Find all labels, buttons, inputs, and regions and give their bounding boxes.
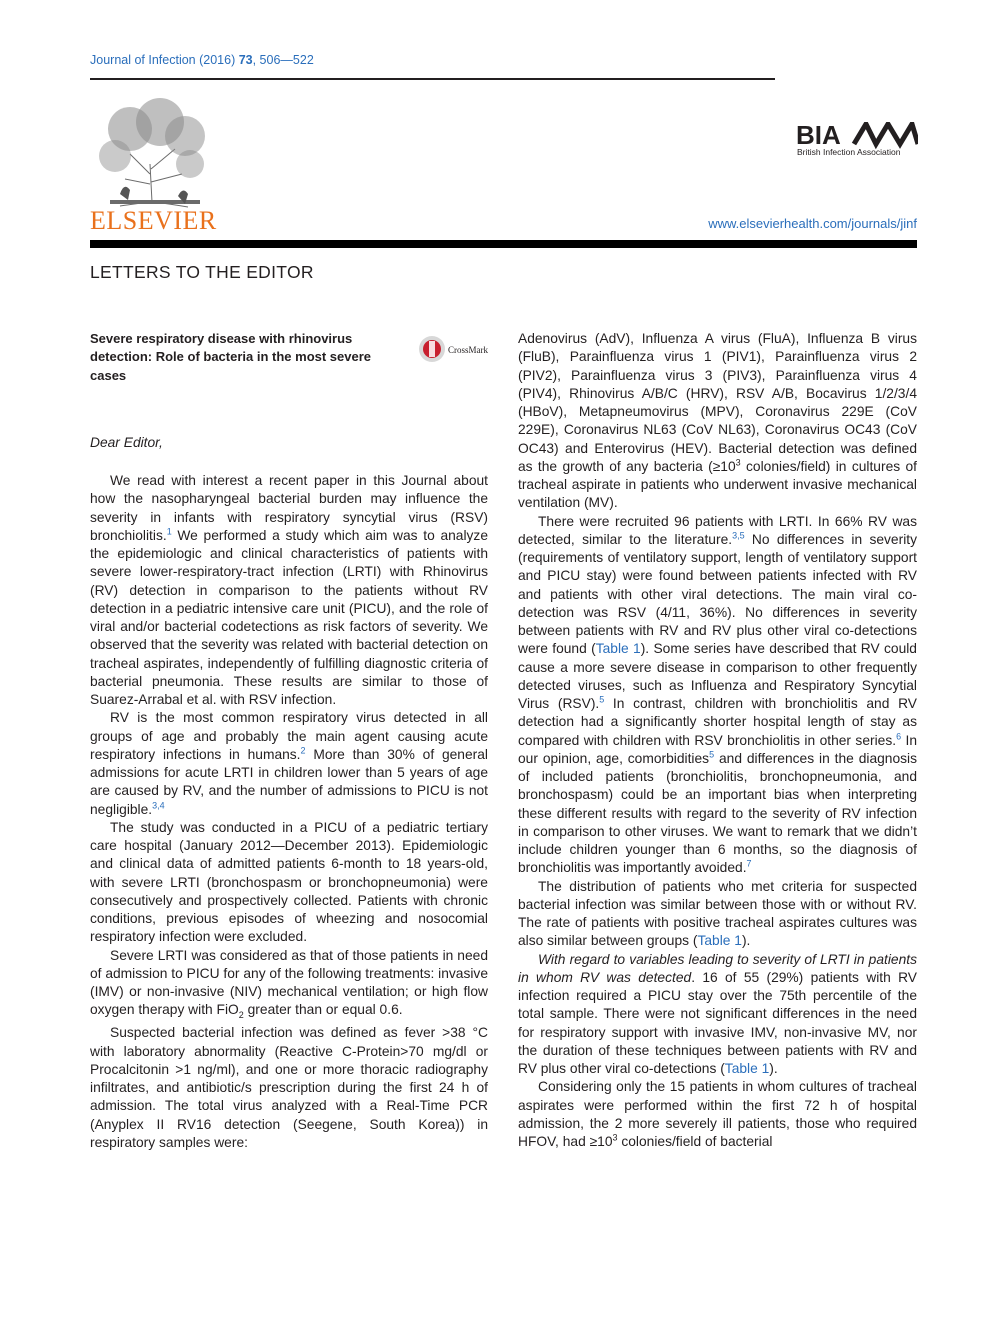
paragraph: Suspected bacterial infection was define… [90, 1025, 488, 1150]
article-title: Severe respiratory disease with rhinovir… [90, 331, 372, 383]
table-link[interactable]: Table 1 [697, 933, 742, 949]
paragraph: RV is the most common respiratory virus … [90, 710, 488, 817]
paragraph: With regard to variables leading to seve… [518, 951, 917, 1077]
citation-link[interactable]: 7 [746, 858, 752, 869]
table-link[interactable]: Table 1 [724, 1061, 770, 1076]
biaa-logo: BIA [796, 122, 918, 150]
journal-name: Journal of Infection (2016) [90, 53, 239, 67]
salutation: Dear Editor, [90, 435, 163, 450]
header-bar [90, 240, 917, 248]
crossmark-label: CrossMark [448, 345, 488, 355]
citation-link[interactable]: 3,4 [152, 799, 165, 810]
journal-reference[interactable]: Journal of Infection (2016) 73, 506—522 [90, 53, 314, 67]
society-name: British Infection Association [797, 147, 901, 157]
journal-website-link[interactable]: www.elsevierhealth.com/journals/jinf [708, 216, 917, 231]
citation-link[interactable]: 5 [599, 694, 605, 705]
elsevier-tree-logo [99, 98, 205, 208]
biaa-logo-text: BIA [796, 122, 841, 150]
citation-link[interactable]: 3,5 [732, 530, 745, 541]
left-column: We read with interest a recent paper in … [90, 472, 488, 1152]
right-column: Adenovirus (AdV), Influenza A virus (Flu… [518, 330, 917, 1151]
paragraph: We read with interest a recent paper in … [90, 473, 488, 707]
crossmark-icon: CrossMark [419, 336, 488, 362]
citation-link[interactable]: 6 [896, 730, 902, 741]
citation-link[interactable]: 1 [166, 526, 172, 537]
citation-link[interactable]: 5 [709, 749, 715, 760]
journal-volume: 73 [238, 53, 253, 67]
paragraph: Considering only the 15 patients in whom… [518, 1079, 917, 1149]
paragraph: Adenovirus (AdV), Influenza A virus (Flu… [518, 331, 918, 511]
paragraph: There were recruited 96 patients with LR… [518, 513, 918, 876]
paragraph: Severe LRTI was considered as that of th… [90, 947, 488, 1021]
top-divider [90, 78, 775, 80]
journal-pages: , 506—522 [252, 53, 314, 67]
citation-link[interactable]: 2 [300, 745, 306, 756]
paragraph: The study was conducted in a PICU of a p… [90, 819, 488, 945]
section-heading: LETTERS TO THE EDITOR [90, 262, 314, 282]
table-link[interactable]: Table 1 [595, 641, 641, 657]
paragraph: The distribution of patients who met cri… [518, 878, 917, 949]
crossmark-badge[interactable]: CrossMark [418, 333, 490, 365]
publisher-wordmark: ELSEVIER [90, 206, 217, 235]
